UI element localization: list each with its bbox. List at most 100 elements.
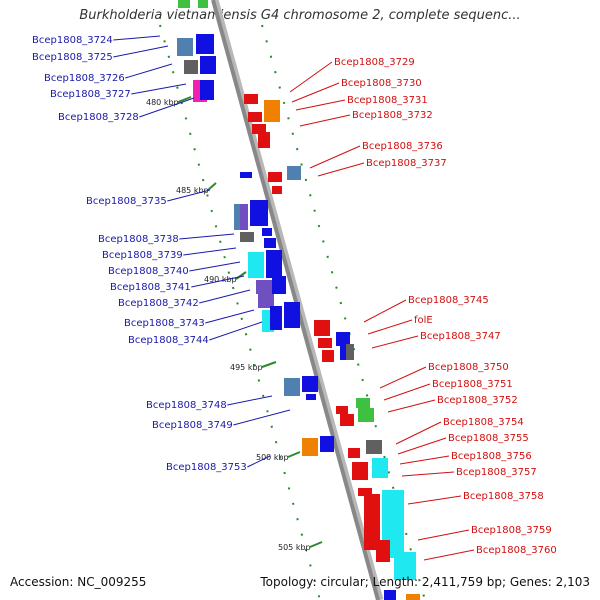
right-leader-line (397, 437, 447, 455)
right-leader-line (299, 114, 351, 127)
left-leader-line (189, 261, 241, 272)
gene-feature (366, 440, 382, 454)
kbp-tick (261, 361, 277, 368)
gene-features (177, 0, 420, 600)
gene-feature (272, 276, 286, 294)
gene-feature (358, 488, 372, 496)
left-labels: Bcep1808_3724Bcep1808_3725Bcep1808_3726B… (32, 35, 291, 473)
left-gene-label: Bcep1808_3748 (146, 400, 227, 411)
right-gene-label: Bcep1808_3758 (463, 491, 544, 502)
gene-feature (252, 124, 266, 134)
right-gene-label: Bcep1808_3732 (352, 110, 433, 121)
gene-feature (372, 458, 388, 478)
gene-feature (177, 38, 193, 56)
accession-text: Accession: NC_009255 (10, 575, 147, 589)
kbp-label: 490 kbp (204, 275, 237, 284)
right-gene-label: Bcep1808_3745 (408, 295, 489, 306)
gene-feature (256, 280, 272, 294)
left-leader-line (113, 35, 161, 41)
gene-feature (384, 590, 396, 600)
left-gene-label: Bcep1808_3725 (32, 52, 113, 63)
kbp-tick (309, 541, 323, 548)
left-gene-label: Bcep1808_3749 (152, 420, 233, 431)
gene-feature (336, 332, 350, 346)
gene-feature (262, 228, 272, 236)
left-gene-label: Bcep1808_3740 (108, 266, 189, 277)
gene-feature (352, 462, 368, 480)
right-leader-line (401, 471, 455, 477)
gene-feature (258, 132, 270, 148)
left-gene-label: Bcep1808_3726 (44, 73, 125, 84)
right-gene-label: Bcep1808_3755 (448, 433, 529, 444)
kbp-label: 500 kbp (256, 453, 289, 462)
gene-feature (250, 200, 268, 226)
kbp-tick (287, 451, 301, 458)
kbp-label: 505 kbp (278, 543, 311, 552)
gene-feature (364, 494, 380, 550)
gene-feature (240, 232, 254, 242)
left-gene-label: Bcep1808_3744 (128, 335, 209, 346)
right-leader-line (309, 145, 361, 169)
gene-feature (306, 394, 316, 400)
right-gene-label: Bcep1808_3737 (366, 158, 447, 169)
right-leader-line (363, 299, 407, 323)
gene-feature (287, 166, 301, 180)
right-labels: Bcep1808_3729Bcep1808_3730Bcep1808_3731B… (289, 57, 557, 561)
gene-feature (336, 406, 348, 414)
right-gene-label: Bcep1808_3729 (334, 57, 415, 68)
gene-feature (198, 0, 208, 8)
right-gene-label: Bcep1808_3736 (362, 141, 443, 152)
gene-feature (346, 344, 354, 360)
right-gene-label: Bcep1808_3752 (437, 395, 518, 406)
left-gene-label: Bcep1808_3742 (118, 298, 199, 309)
gene-feature (302, 438, 318, 456)
gene-feature (268, 172, 282, 182)
gene-feature (266, 250, 282, 278)
gene-feature (264, 238, 276, 248)
right-gene-label: Bcep1808_3750 (428, 362, 509, 373)
right-leader-line (399, 455, 450, 465)
gene-feature (356, 398, 370, 408)
gene-feature (322, 350, 334, 362)
kbp-label: 495 kbp (230, 363, 263, 372)
left-leader-line (233, 409, 291, 426)
left-leader-line (247, 455, 271, 468)
left-leader-line (113, 45, 169, 58)
right-gene-label: Bcep1808_3747 (420, 331, 501, 342)
right-leader-line (407, 495, 462, 505)
gene-feature (302, 376, 318, 392)
inner-tick-ring (159, 24, 321, 600)
right-leader-line (395, 421, 442, 445)
right-leader-line (423, 549, 475, 561)
right-gene-label: Bcep1808_3760 (476, 545, 557, 556)
left-leader-line (199, 289, 251, 304)
kbp-label: 480 kbp (146, 98, 179, 107)
gene-feature (394, 552, 416, 580)
right-leader-line (317, 162, 365, 177)
left-gene-label: Bcep1808_3741 (110, 282, 191, 293)
gene-feature (314, 320, 330, 336)
gene-feature (348, 448, 360, 458)
gene-feature (270, 306, 282, 330)
right-leader-line (383, 383, 431, 401)
left-gene-label: Bcep1808_3724 (32, 35, 113, 46)
gene-feature (264, 100, 280, 122)
right-gene-label: Bcep1808_3751 (432, 379, 513, 390)
gene-feature (340, 414, 354, 426)
right-leader-line (387, 399, 436, 413)
left-leader-line (227, 395, 273, 406)
right-gene-label: Bcep1808_3759 (471, 525, 552, 536)
gene-feature (200, 56, 216, 74)
right-gene-label: Bcep1808_3756 (451, 451, 532, 462)
left-leader-line (191, 275, 245, 288)
gene-feature (376, 540, 390, 562)
gene-feature (358, 408, 374, 422)
right-leader-line (295, 99, 346, 111)
left-gene-label: Bcep1808_3728 (58, 112, 139, 123)
gene-feature (248, 112, 262, 122)
right-gene-label: Bcep1808_3731 (347, 95, 428, 106)
gene-feature (320, 436, 334, 452)
kbp-tick (207, 182, 217, 191)
